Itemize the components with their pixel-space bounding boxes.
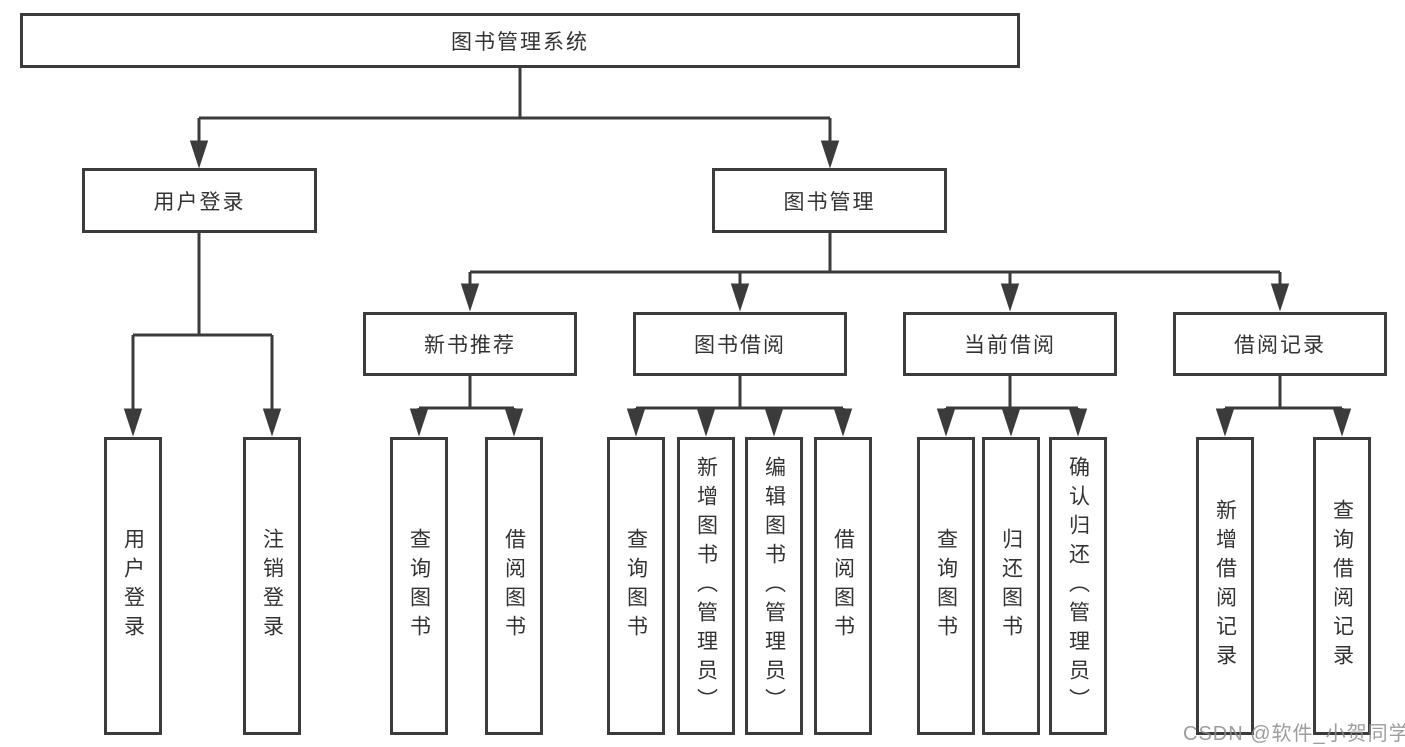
node-current-borrowing: 当前借阅 (903, 312, 1117, 376)
leaf-label: 查询图书 (407, 528, 431, 644)
leaf-records-query-borrow-record: 查询借阅记录 (1313, 437, 1371, 735)
node-label: 当前借阅 (964, 334, 1056, 357)
leaf-user-login: 用户登录 (104, 437, 162, 735)
connector-user-login-to-leaves (123, 233, 282, 437)
leaf-label: 新增图书（管理员） (694, 455, 718, 717)
node-label: 新书推荐 (424, 334, 516, 357)
connector-borrow-records-to-leaves (1215, 376, 1352, 437)
node-label: 借阅记录 (1234, 334, 1326, 357)
node-user-login: 用户登录 (82, 168, 317, 233)
leaf-label: 查询图书 (934, 528, 958, 644)
leaf-label: 借阅图书 (502, 528, 526, 644)
node-new-book-recommend: 新书推荐 (363, 312, 577, 376)
leaf-borrowing-query-books: 查询图书 (607, 437, 665, 735)
leaf-label: 确认归还（管理员） (1066, 455, 1090, 717)
node-label: 用户登录 (153, 190, 246, 214)
leaf-label: 新增借阅记录 (1213, 499, 1237, 673)
node-library-management-system: 图书管理系统 (20, 13, 1020, 68)
node-borrow-records: 借阅记录 (1173, 312, 1387, 376)
csdn-watermark: CSDN @软件_小贺同学 (1183, 723, 1405, 745)
leaf-label: 查询图书 (624, 528, 648, 644)
leaf-label: 编辑图书（管理员） (762, 455, 786, 717)
node-label: 图书借阅 (694, 334, 786, 357)
node-label: 图书管理系统 (451, 30, 589, 54)
node-book-borrowing: 图书借阅 (633, 312, 847, 376)
leaf-label: 查询借阅记录 (1330, 499, 1354, 673)
node-label: 图书管理 (783, 190, 876, 214)
connector-book-management-to-level3 (460, 233, 1290, 312)
leaf-recommend-borrow-books: 借阅图书 (485, 437, 543, 735)
leaf-current-confirm-return-admin: 确认归还（管理员） (1049, 437, 1107, 735)
leaf-records-add-borrow-record: 新增借阅记录 (1196, 437, 1254, 735)
leaf-borrowing-borrow-books: 借阅图书 (814, 437, 872, 735)
leaf-borrowing-edit-books-admin: 编辑图书（管理员） (745, 437, 803, 735)
leaf-label: 借阅图书 (831, 528, 855, 644)
leaf-borrowing-add-books-admin: 新增图书（管理员） (677, 437, 735, 735)
leaf-current-query-books: 查询图书 (917, 437, 975, 735)
connector-book-borrowing-to-leaves (626, 376, 853, 437)
connector-root-to-level2 (189, 68, 840, 169)
leaf-label: 注销登录 (260, 528, 284, 644)
connector-new-book-recommend-to-leaves (409, 376, 524, 437)
node-book-management: 图书管理 (712, 168, 947, 233)
leaf-label: 归还图书 (999, 528, 1023, 644)
leaf-label: 用户登录 (121, 528, 145, 644)
leaf-recommend-query-books: 查询图书 (390, 437, 448, 735)
leaf-current-return-books: 归还图书 (982, 437, 1040, 735)
connector-current-borrowing-to-leaves (936, 376, 1088, 437)
leaf-logout: 注销登录 (243, 437, 301, 735)
